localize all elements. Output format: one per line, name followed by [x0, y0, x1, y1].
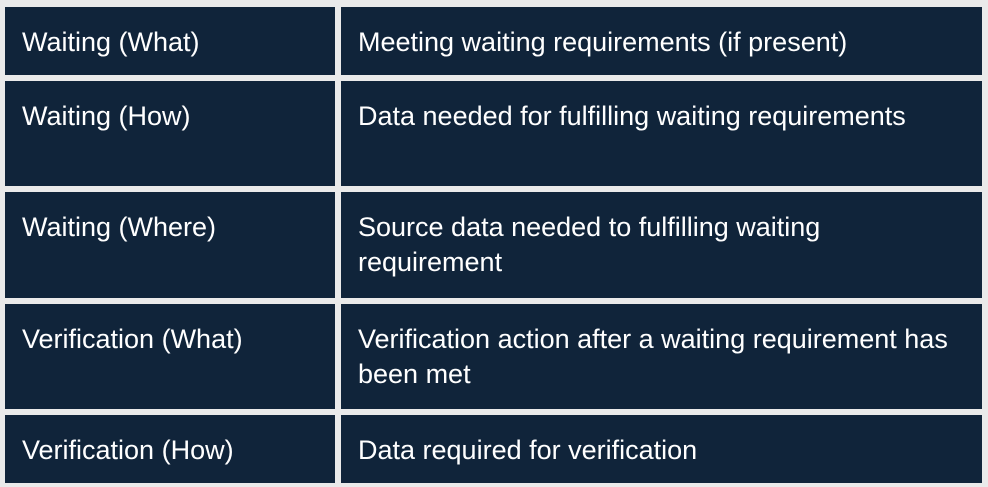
- table-cell-description: Data needed for fulfilling waiting requi…: [341, 81, 982, 186]
- table-cell-description: Verification action after a waiting requ…: [341, 304, 982, 409]
- table-cell-description: Source data needed to fulfilling waiting…: [341, 192, 982, 298]
- table-cell-term: Verification (How): [5, 415, 335, 483]
- table-cell-description: Meeting waiting requirements (if present…: [341, 7, 982, 75]
- table-cell-term: Waiting (Where): [5, 192, 335, 298]
- table-cell-term: Waiting (How): [5, 81, 335, 186]
- table-cell-term: Waiting (What): [5, 7, 335, 75]
- table-cell-term: Verification (What): [5, 304, 335, 409]
- table-cell-description: Data required for verification: [341, 415, 982, 483]
